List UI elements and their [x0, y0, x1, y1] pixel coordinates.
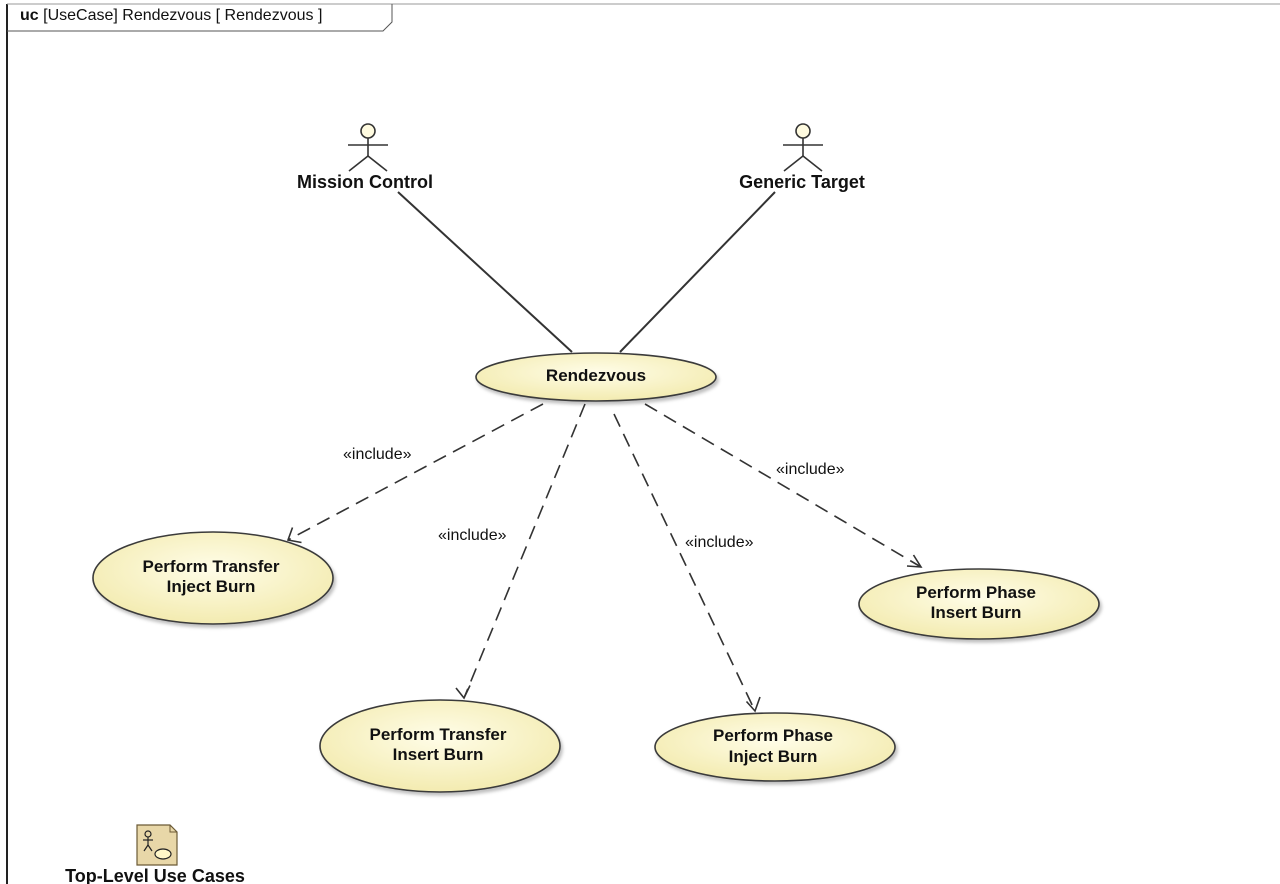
stick-figure-icon	[348, 123, 388, 172]
usecase-label: Inject Burn	[729, 747, 818, 766]
usecase-label: Insert Burn	[393, 745, 484, 764]
usecase-label: Inject Burn	[167, 577, 256, 596]
usecase-label: Perform Phase	[713, 726, 833, 745]
actor-label: Mission Control	[297, 172, 433, 192]
include-label: «include»	[685, 534, 754, 551]
actor-generic-target[interactable]: Generic Target	[739, 123, 865, 192]
arrowhead-icon	[286, 527, 302, 544]
usecase-label: Insert Burn	[931, 603, 1022, 622]
association-generic-target[interactable]	[619, 191, 776, 353]
arrowhead-icon	[906, 554, 923, 568]
usecase-label: Perform Phase	[916, 583, 1036, 602]
usecase-label: Rendezvous	[546, 366, 646, 385]
usecase-phase-inject[interactable]: Perform Phase Inject Burn	[654, 712, 896, 782]
use-case-diagram-icon	[136, 824, 178, 866]
usecase-label: Perform Transfer	[143, 557, 280, 576]
diagram-frame	[6, 3, 1280, 884]
usecase-transfer-insert[interactable]: Perform Transfer Insert Burn	[319, 699, 561, 793]
diagram-shortcut[interactable]: Top-Level Use Cases	[65, 824, 245, 884]
arrowhead-icon	[455, 685, 471, 700]
frame-name: [UseCase] Rendezvous [ Rendezvous ]	[43, 7, 323, 24]
actor-label: Generic Target	[739, 172, 865, 192]
usecase-rendezvous[interactable]: Rendezvous	[475, 352, 717, 402]
usecase-transfer-inject[interactable]: Perform Transfer Inject Burn	[92, 531, 334, 625]
usecase-label: Perform Transfer	[370, 725, 507, 744]
actor-mission-control[interactable]: Mission Control	[297, 123, 433, 192]
include-label: «include»	[343, 446, 412, 463]
include-phase-insert-line[interactable]	[644, 403, 922, 568]
usecase-phase-insert[interactable]: Perform Phase Insert Burn	[858, 568, 1100, 640]
association-mission-control[interactable]	[397, 191, 573, 353]
include-transfer-inject-line[interactable]	[287, 403, 544, 541]
stick-figure-icon	[783, 123, 823, 172]
include-label: «include»	[438, 527, 507, 544]
frame-kind: uc	[20, 7, 39, 24]
arrowhead-icon	[745, 696, 761, 713]
include-label: «include»	[776, 461, 845, 478]
frame-title: uc [UseCase] Rendezvous [ Rendezvous ]	[20, 7, 322, 25]
include-transfer-insert-line[interactable]	[463, 403, 586, 699]
shortcut-label: Top-Level Use Cases	[65, 866, 245, 884]
include-phase-inject-line[interactable]	[613, 413, 756, 712]
